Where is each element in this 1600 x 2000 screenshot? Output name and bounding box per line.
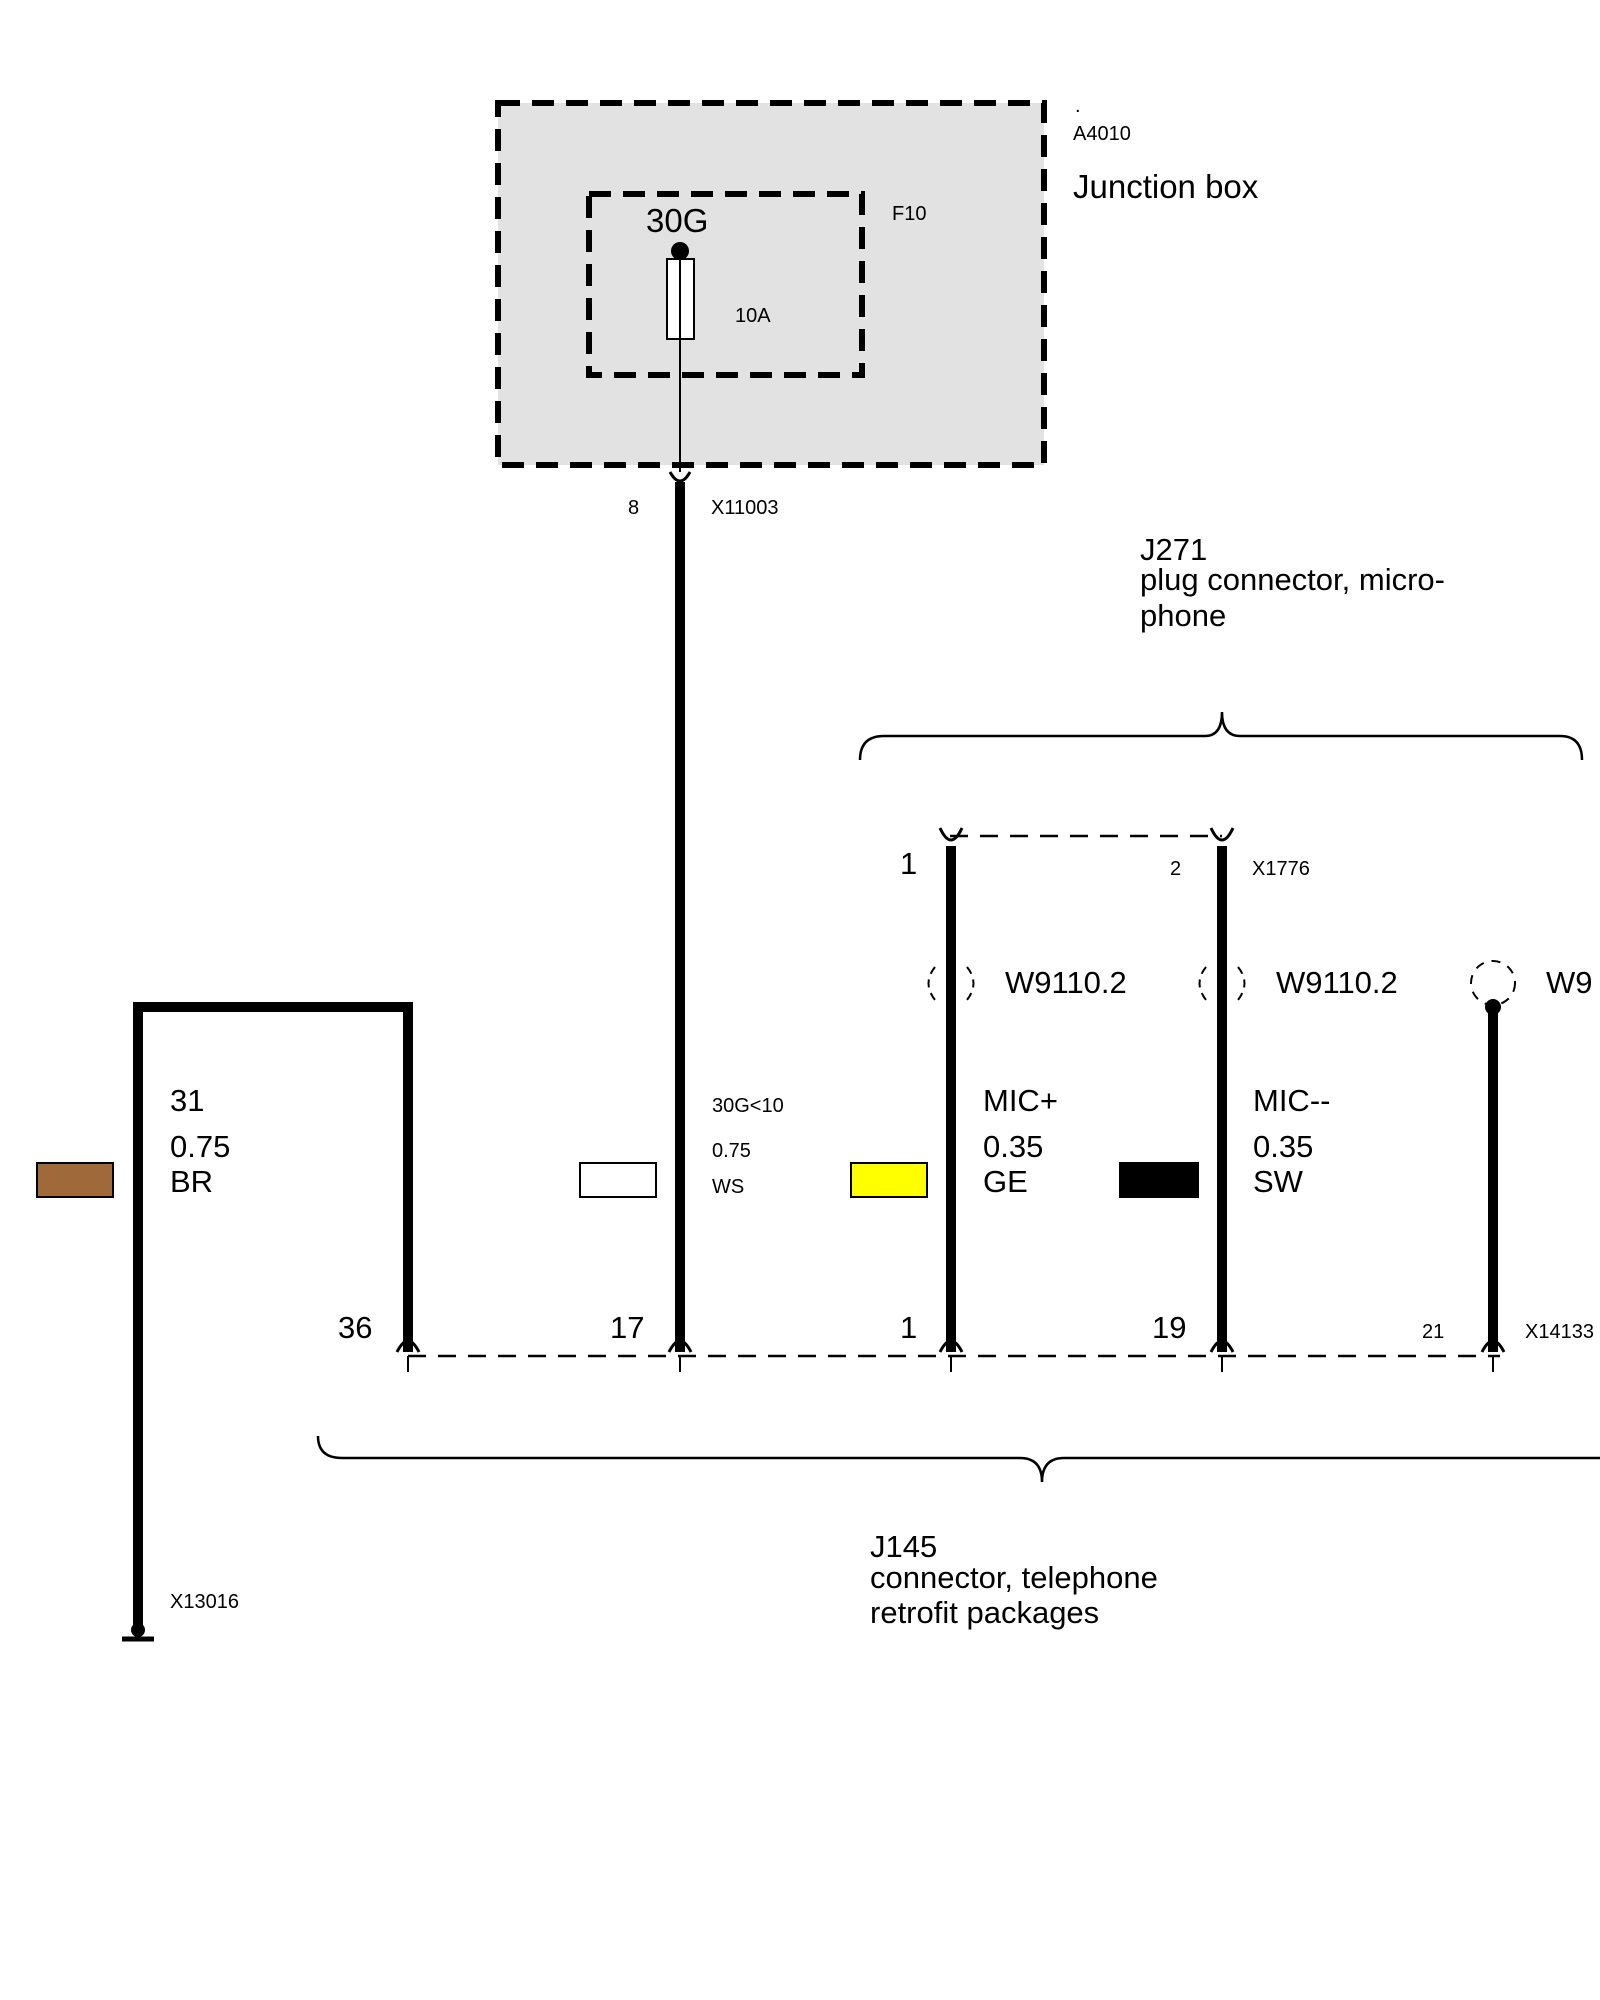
ground-wire-circuit: 31 [170,1083,204,1118]
mic-negative-color-swatch [1119,1162,1199,1198]
x1776-id: X1776 [1252,858,1310,880]
x14133-pin36-symbol [395,1339,421,1353]
supply-wire-circuit: 30G<10 [712,1095,784,1117]
j145-id: J145 [870,1529,937,1564]
j271-desc-line1: plug connector, micro- [1140,562,1445,597]
j271-brace [858,711,1584,761]
x14133-pin-21: 21 [1422,1321,1444,1343]
wire-ground: 31 0.75 BR X13016 [36,1002,413,1642]
mic-positive-shield-label: W9110.2 [1005,965,1127,1000]
j271-id: J271 [1140,532,1207,567]
fuse-holder-outline [586,191,865,378]
fuse-id: F10 [892,203,926,225]
junction-box-dot-label: . [1075,95,1081,117]
x14133-pin19-symbol [1209,1339,1235,1353]
ground-wire-gauge: 0.75 [170,1129,230,1164]
connector-id: X11003 [711,497,778,519]
fuse-terminal-label: 30G [646,202,708,239]
supply-wire-color-swatch [579,1162,657,1198]
mic-positive-shield-left [927,966,936,1001]
x1776-pin-1: 1 [900,846,917,881]
mic-positive-color-swatch [850,1162,928,1198]
x14133-pin-17: 17 [610,1310,644,1345]
connector-pin-8: 8 [628,497,639,519]
mic-negative-shield-left [1198,966,1207,1001]
ground-wire-path [133,1002,413,1630]
x1776-pin2-symbol [1209,827,1235,842]
ground-point-dot [131,1623,145,1637]
x14133-pin-1: 1 [900,1310,917,1345]
j271-desc-line2: phone [1140,598,1226,633]
wire-third: W9 [1470,960,1593,1352]
wire-mic-positive: W9110.2 MIC+ 0.35 GE [850,846,1127,1352]
j145-desc-line1: connector, telephone [870,1560,1158,1595]
x14133-pin17-symbol [667,1339,693,1353]
junction-box-outline [495,100,1047,468]
x14133-pin-36: 36 [338,1310,372,1345]
mic-positive-color: GE [983,1164,1028,1199]
ground-wire-color: BR [170,1164,213,1199]
connector-x1776: 1 2 X1776 [900,827,1310,881]
x14133-pin-19: 19 [1152,1310,1186,1345]
j145-desc-line2: retrofit packages [870,1595,1099,1630]
mic-positive-gauge: 0.35 [983,1129,1043,1164]
mic-negative-shield-label: W9110.2 [1276,965,1398,1000]
mic-positive-signal: MIC+ [983,1083,1058,1118]
fuse-rating: 10A [735,305,771,327]
connector-j271: J271 plug connector, micro- phone [858,532,1584,761]
connector-x11003: 8 X11003 [628,471,778,519]
x14133-pin21-symbol [1480,1339,1506,1353]
connector-x14133: 36 17 1 19 21 X14133 [338,1310,1594,1372]
mic-negative-gauge: 0.35 [1253,1129,1313,1164]
supply-wire-color: WS [712,1176,744,1198]
pin-symbol [668,471,692,483]
wire-supply: 30G<10 0.75 WS [579,482,784,1352]
mic-positive-shield-right [966,966,975,1001]
third-wire-shield-label: W9 [1546,965,1593,1000]
mic-negative-shield-right [1237,966,1246,1001]
x1776-pin-2: 2 [1170,858,1181,880]
j145-brace [316,1435,1600,1483]
third-wire-dot [1485,999,1501,1015]
supply-wire-gauge: 0.75 [712,1140,751,1162]
connector-j145: J145 connector, telephone retrofit packa… [316,1435,1600,1630]
wire-mic-negative: W9110.2 MIC-- 0.35 SW [1119,846,1398,1352]
ground-point-id: X13016 [170,1591,239,1613]
x14133-pin1-symbol [938,1339,964,1353]
ground-wire-color-swatch [36,1162,114,1198]
x1776-pin1-symbol [938,827,964,842]
junction-box-title: Junction box [1073,168,1259,205]
x14133-id: X14133 [1525,1321,1594,1343]
mic-negative-color: SW [1253,1164,1304,1199]
third-wire-shield-circle [1470,960,1516,1006]
junction-box: . A4010 Junction box F10 30G 10A [495,95,1259,472]
junction-box-id: A4010 [1073,123,1131,145]
mic-negative-signal: MIC-- [1253,1083,1330,1118]
